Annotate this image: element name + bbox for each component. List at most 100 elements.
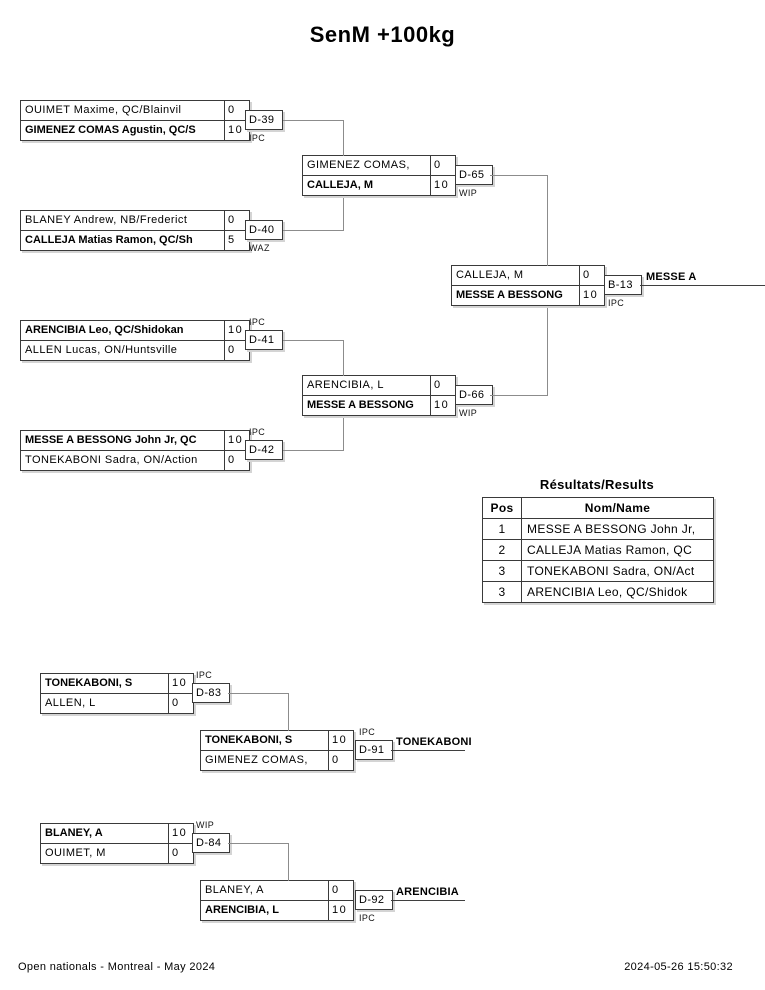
match-number: D-39 [245, 110, 283, 130]
player-row: ARENCIBIA, L 10 [201, 900, 353, 920]
results-table: Pos Nom/Name 1 MESSE A BESSONG John Jr, … [482, 497, 714, 603]
player-row: TONEKABONI Sadra, ON/Action 0 [21, 450, 249, 470]
player-score: 10 [430, 176, 455, 195]
player-name: BLANEY, A [205, 884, 264, 896]
match-number: D-92 [355, 890, 393, 910]
player-row: GIMENEZ COMAS, 0 [303, 156, 455, 175]
bracket-connector [283, 230, 343, 231]
result-code: WIP [459, 408, 478, 418]
player-score: 0 [224, 341, 249, 360]
pos-header: Pos [483, 498, 522, 518]
match-d42: MESSE A BESSONG John Jr, QC 10 TONEKABON… [20, 430, 250, 471]
player-score: 10 [224, 121, 249, 140]
bracket-connector [547, 175, 548, 266]
player-row: GIMENEZ COMAS Agustin, QC/S 10 [21, 120, 249, 140]
match-d65: GIMENEZ COMAS, 0 CALLEJA, M 10 [302, 155, 456, 196]
name-cell: ARENCIBIA Leo, QC/Shidok [527, 585, 688, 599]
match-d66: ARENCIBIA, L 0 MESSE A BESSONG 10 [302, 375, 456, 416]
bronze-winner-name: ARENCIBIA [396, 886, 459, 898]
bracket-connector [228, 843, 288, 844]
result-code: WAZ [249, 243, 270, 253]
player-score: 5 [224, 231, 249, 250]
player-score: 10 [224, 321, 249, 340]
player-name: TONEKABONI, S [45, 677, 133, 689]
name-header: Nom/Name [584, 501, 651, 515]
results-row: 2 CALLEJA Matias Ramon, QC [483, 539, 713, 560]
match-d91: TONEKABONI, S 10 GIMENEZ COMAS, 0 [200, 730, 354, 771]
player-row: ARENCIBIA Leo, QC/Shidokan 10 [21, 321, 249, 340]
bracket-connector [343, 198, 344, 231]
player-row: ALLEN Lucas, ON/Huntsville 0 [21, 340, 249, 360]
player-name: TONEKABONI, S [205, 734, 293, 746]
results-row: 3 TONEKABONI Sadra, ON/Act [483, 560, 713, 581]
player-row: BLANEY, A 0 [201, 881, 353, 900]
player-name: GIMENEZ COMAS Agustin, QC/S [25, 124, 196, 136]
result-code: WIP [196, 820, 215, 830]
player-name: GIMENEZ COMAS, [307, 159, 410, 171]
player-name: GIMENEZ COMAS, [205, 754, 308, 766]
player-score: 0 [224, 451, 249, 470]
player-name: CALLEJA, M [307, 179, 373, 191]
player-name: BLANEY Andrew, NB/Frederict [25, 214, 188, 226]
player-row: OUIMET, M 0 [41, 843, 193, 863]
match-number: B-13 [604, 275, 642, 295]
result-code: IPC [359, 913, 376, 923]
player-name: BLANEY, A [45, 827, 103, 839]
result-code: IPC [196, 670, 213, 680]
player-score: 0 [168, 694, 193, 713]
player-row: MESSE A BESSONG John Jr, QC 10 [21, 431, 249, 450]
player-row: GIMENEZ COMAS, 0 [201, 750, 353, 770]
player-score: 10 [579, 286, 604, 305]
results-title: Résultats/Results [539, 477, 655, 492]
results-row: 3 ARENCIBIA Leo, QC/Shidok [483, 581, 713, 602]
name-cell: CALLEJA Matias Ramon, QC [527, 543, 693, 557]
player-score: 10 [168, 674, 193, 693]
bracket-connector [228, 693, 288, 694]
page-title: SenM +100kg [309, 22, 456, 47]
bracket-connector [547, 308, 548, 396]
name-cell: TONEKABONI Sadra, ON/Act [527, 564, 695, 578]
player-name: MESSE A BESSONG [456, 289, 563, 301]
player-score: 10 [224, 431, 249, 450]
winner-line [391, 750, 465, 751]
bracket-connector [343, 120, 344, 156]
player-name: OUIMET, M [45, 847, 106, 859]
player-score: 0 [430, 156, 455, 175]
player-score: 0 [328, 881, 353, 900]
match-d39: OUIMET Maxime, QC/Blainvil 0 GIMENEZ COM… [20, 100, 250, 141]
match-number: D-83 [192, 683, 230, 703]
player-score: 10 [328, 731, 353, 750]
player-name: ALLEN, L [45, 697, 96, 709]
match-number: D-91 [355, 740, 393, 760]
player-score: 0 [168, 844, 193, 863]
position-cell: 1 [483, 519, 522, 539]
bracket-connector [343, 340, 344, 376]
player-score: 0 [224, 211, 249, 230]
player-name: ARENCIBIA Leo, QC/Shidokan [25, 324, 184, 336]
match-number: D-41 [245, 330, 283, 350]
result-code: IPC [608, 298, 625, 308]
player-row: CALLEJA, M 0 [452, 266, 604, 285]
footer-timestamp: 2024-05-26 15:50:32 [624, 961, 733, 973]
bracket-connector [288, 693, 289, 731]
match-d40: BLANEY Andrew, NB/Frederict 0 CALLEJA Ma… [20, 210, 250, 251]
match-number: D-65 [455, 165, 493, 185]
footer-event-info: Open nationals - Montreal - May 2024 [18, 961, 216, 973]
match-number: D-42 [245, 440, 283, 460]
bronze-winner-name: TONEKABONI [396, 736, 472, 748]
bracket-connector [343, 418, 344, 451]
player-row: TONEKABONI, S 10 [201, 731, 353, 750]
player-name: ALLEN Lucas, ON/Huntsville [25, 344, 178, 356]
player-name: CALLEJA, M [456, 269, 524, 281]
bracket-connector [283, 120, 343, 121]
winner-line [391, 900, 465, 901]
result-code: IPC [249, 133, 266, 143]
player-row: MESSE A BESSONG 10 [303, 395, 455, 415]
result-code: WIP [459, 188, 478, 198]
bracket-connector [283, 340, 343, 341]
name-cell: MESSE A BESSONG John Jr, [527, 522, 696, 536]
player-name: MESSE A BESSONG John Jr, QC [25, 434, 197, 446]
bracket-connector [490, 395, 547, 396]
player-score: 0 [328, 751, 353, 770]
